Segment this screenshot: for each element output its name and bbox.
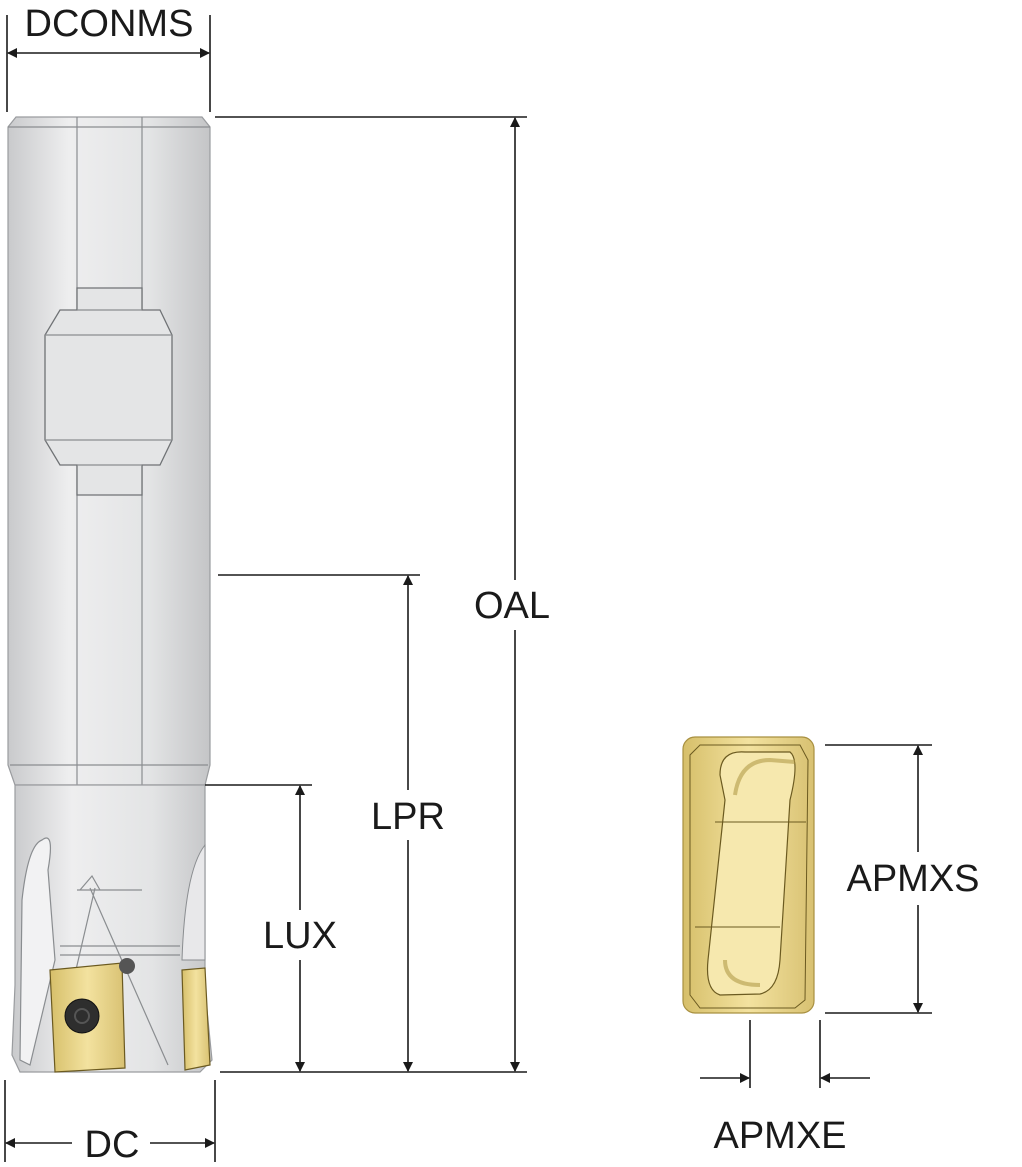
insert-screw-icon	[64, 998, 100, 1034]
dconms-label: DCONMS	[25, 3, 194, 45]
insert-detail	[682, 736, 815, 1014]
dimension-dc: DC	[4, 1080, 216, 1166]
dimension-oal: OAL	[215, 116, 550, 1073]
apmxs-label: APMXS	[846, 858, 979, 900]
dimension-lux: LUX	[205, 784, 337, 1072]
lpr-label: LPR	[371, 796, 445, 838]
chip-flute-left	[19, 837, 56, 1066]
dimension-lpr: LPR	[218, 574, 445, 1072]
lux-label: LUX	[263, 915, 337, 957]
apmxe-label: APMXE	[713, 1115, 846, 1157]
dimension-apmxe: APMXE	[700, 1020, 870, 1157]
dimension-apmxs: APMXS	[825, 744, 980, 1014]
chip-flute-right	[181, 843, 206, 961]
dc-label: DC	[85, 1124, 140, 1166]
cutter-body	[7, 116, 213, 1073]
dimension-dconms: DCONMS	[6, 3, 211, 112]
oal-label: OAL	[474, 585, 550, 627]
weldon-flat	[44, 287, 173, 496]
cutter-insert-side	[181, 967, 211, 1071]
